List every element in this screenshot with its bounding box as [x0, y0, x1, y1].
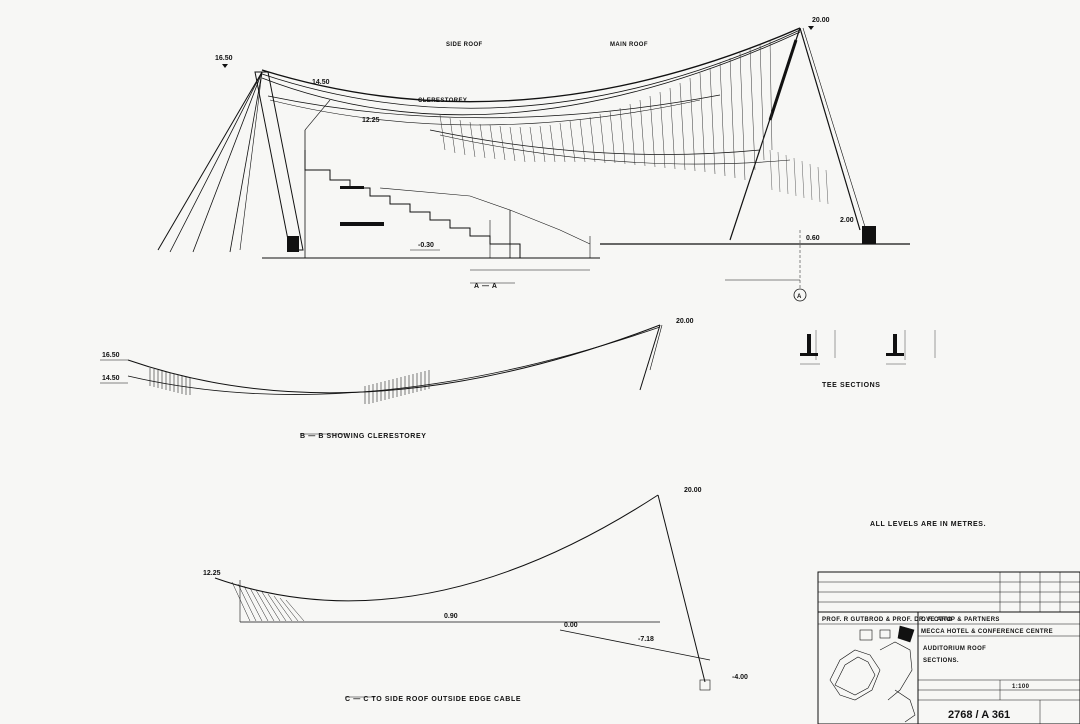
- section-bb-drawing: 20.00 16.50 14.50 B — B SHOWING CLERESTO…: [100, 318, 694, 440]
- side-roof-label: SIDE ROOF: [446, 42, 483, 48]
- levels-note: ALL LEVELS ARE IN METRES.: [870, 521, 986, 528]
- level-20-00: 20.00: [812, 17, 830, 24]
- cc-level-12-25: 12.25: [203, 570, 221, 577]
- cc-level-bottom: -4.00: [732, 674, 748, 681]
- level-0-60: 0.60: [806, 235, 820, 242]
- tee-sections: TEE SECTIONS: [800, 330, 936, 389]
- section-aa-title: A — A: [474, 283, 497, 290]
- section-cc-drawing: 20.00 12.25 0.90 0.00 -7.18 -4.00 C — C …: [203, 487, 748, 703]
- clerestorey-label: CLERESTOREY: [418, 98, 467, 104]
- level-2-00: 2.00: [840, 217, 854, 224]
- section-aa-drawing: A SIDE ROOF MAIN ROOF CLERESTOREY 20.00 …: [157, 17, 910, 302]
- architects: PROF. R GUTBROD & PROF. DR. F OTTO: [822, 617, 952, 623]
- cc-level-20-00: 20.00: [684, 487, 702, 494]
- scale-value: 1:100: [1012, 684, 1030, 690]
- clerestory-hatch: [439, 39, 773, 181]
- section-cc-title: C — C TO SIDE ROOF OUTSIDE EDGE CABLE: [345, 696, 521, 703]
- right-hanging-hatch: [769, 149, 829, 205]
- level-12-25: 12.25: [362, 117, 380, 124]
- main-roof-label: MAIN ROOF: [610, 42, 648, 48]
- bb-level-20-00: 20.00: [676, 318, 694, 325]
- site-plan-thumbnail: [829, 625, 916, 723]
- tee-sections-title: TEE SECTIONS: [822, 382, 881, 389]
- drawing-title-2: SECTIONS.: [923, 658, 959, 664]
- level-minus-0-30: -0.30: [418, 242, 434, 249]
- cc-level-0-90: 0.90: [444, 613, 458, 620]
- engineers: OVE ARUP & PARTNERS: [921, 617, 1000, 623]
- level-16-50: 16.50: [215, 55, 233, 62]
- cc-level-minus-7-18: -7.18: [638, 636, 654, 643]
- project-title: MECCA HOTEL & CONFERENCE CENTRE: [921, 629, 1053, 635]
- grid-ref-a: A: [797, 294, 802, 300]
- bb-level-16-50: 16.50: [102, 352, 120, 359]
- cc-level-0-00: 0.00: [564, 622, 578, 629]
- title-block: PROF. R GUTBROD & PROF. DR. F OTTO OVE A…: [817, 571, 1080, 724]
- section-bb-title: B — B SHOWING CLERESTOREY: [300, 433, 427, 440]
- bb-level-14-50: 14.50: [102, 375, 120, 382]
- drawing-number: 2768 / A 361: [948, 709, 1010, 721]
- level-14-50: 14.50: [312, 79, 330, 86]
- drawing-title-1: AUDITORIUM ROOF: [923, 646, 986, 652]
